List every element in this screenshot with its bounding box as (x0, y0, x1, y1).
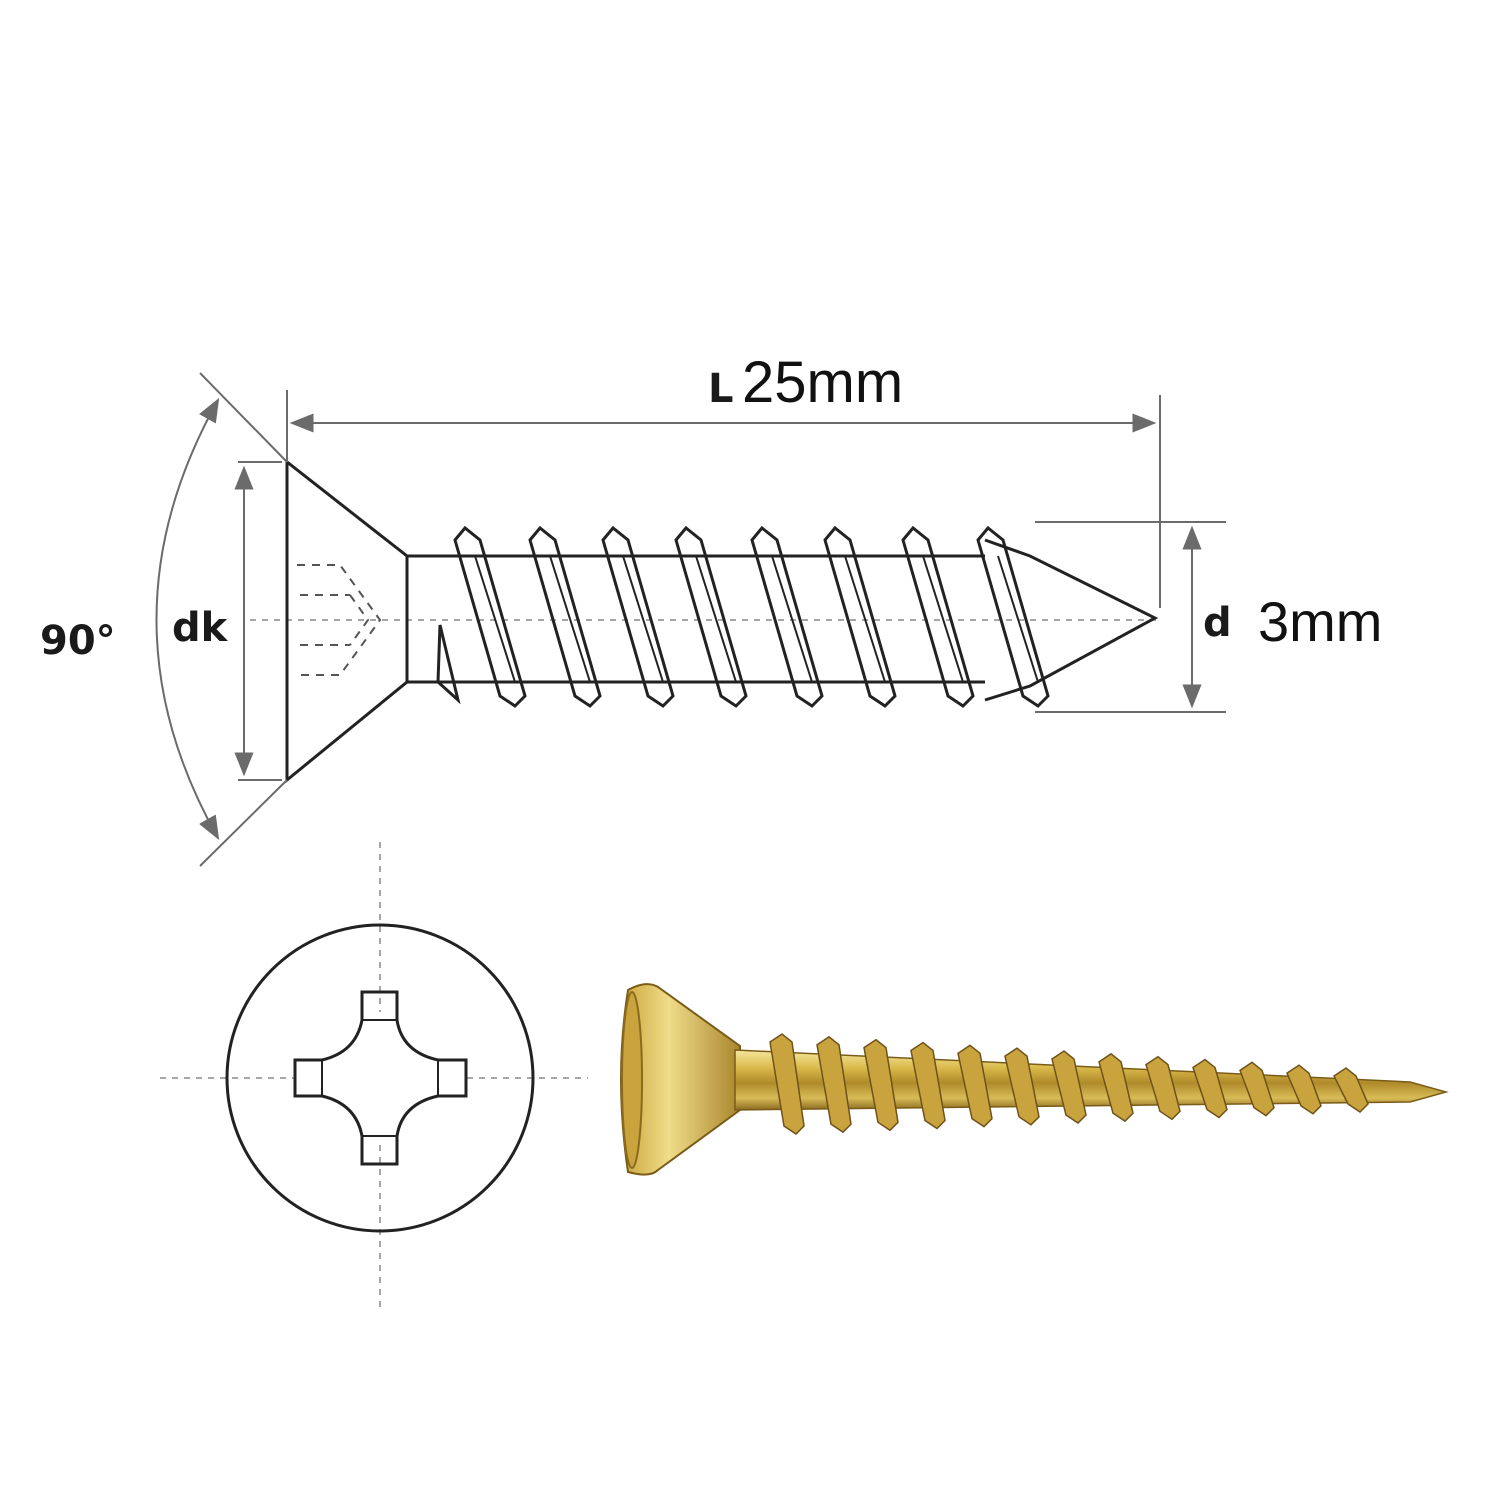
length-symbol: L (708, 366, 734, 412)
head-circle (225, 923, 535, 1233)
photo-thread (816, 1035, 852, 1134)
thread-crest (901, 525, 975, 708)
thread-edge (844, 555, 886, 683)
photo-threads (769, 1033, 1369, 1135)
cross-recess-inner (321, 1019, 439, 1137)
screw-tip-outline (984, 538, 1159, 702)
photo-thread (1145, 1055, 1181, 1121)
diameter-value: 3mm (1258, 590, 1382, 653)
thread-crest (750, 525, 824, 708)
thread-crest (823, 525, 897, 708)
screw-head-outline (285, 458, 409, 784)
length-value: 25mm (742, 350, 903, 415)
shank-outline (407, 554, 985, 684)
angle-label: 90° (40, 618, 116, 664)
photo-thread (1098, 1052, 1134, 1123)
thread-edge (695, 555, 737, 683)
thread-edge (771, 555, 813, 683)
angle-label-bg (38, 604, 128, 656)
photo-thread (1051, 1050, 1087, 1124)
thread-crest (674, 525, 748, 708)
thread-crest (528, 525, 602, 708)
photo-thread (910, 1041, 946, 1130)
recess-inner-lines (300, 594, 370, 646)
photo-thread (1333, 1067, 1369, 1113)
thread-edge (922, 555, 964, 683)
screw-side-view: L 25mm d 3mm dk 90° (38, 350, 1382, 867)
angle-ext-line-top (199, 372, 288, 463)
thread-crest (601, 525, 675, 708)
thread-crest (453, 525, 527, 708)
photo-thread (1239, 1061, 1275, 1117)
photo-thread (769, 1033, 805, 1135)
cross-recess-outline (293, 990, 468, 1166)
angle-arc (155, 397, 220, 841)
thread-pattern (453, 525, 1050, 708)
head-symbol: dk (172, 605, 229, 651)
photo-thread (957, 1044, 993, 1128)
phillips-head-icon (160, 842, 588, 1312)
photo-thread (863, 1038, 899, 1132)
thread-crest (976, 525, 1050, 708)
photo-thread (1286, 1064, 1322, 1115)
photo-thread (1192, 1058, 1228, 1119)
thread-edge (622, 555, 664, 683)
thread-start (436, 624, 461, 705)
diameter-symbol: d (1203, 600, 1232, 646)
screw-photo-icon (620, 983, 1449, 1176)
thread-edge (474, 555, 516, 683)
photo-head-face (621, 991, 643, 1169)
thread-edge (549, 555, 591, 683)
angle-ext-line-bottom (199, 779, 288, 867)
photo-thread (1004, 1047, 1040, 1126)
recess-hidden-lines (297, 564, 382, 676)
thread-edge (997, 555, 1039, 683)
